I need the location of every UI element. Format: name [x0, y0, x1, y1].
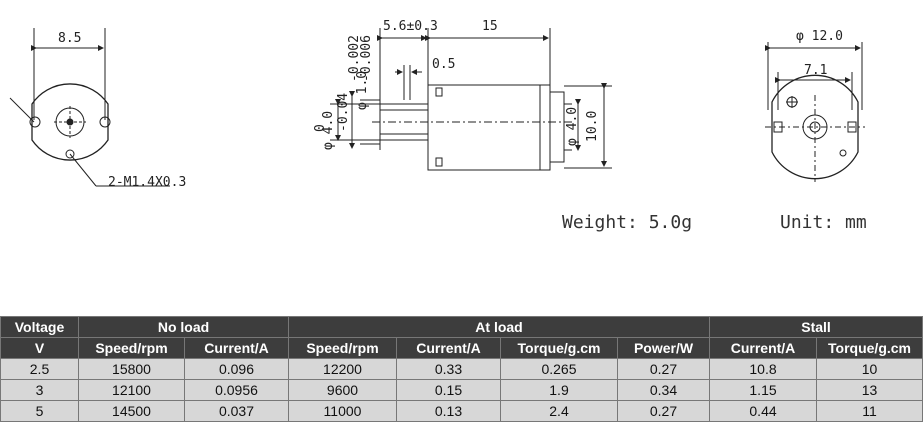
column-header: V: [0, 337, 79, 359]
table-cell: 11000: [288, 400, 397, 422]
weight-label: Weight: 5.0g: [562, 212, 692, 233]
stall-header: Stall: [709, 316, 924, 338]
shaft-tol-upper: -0.002: [347, 35, 362, 82]
bearing-tol-upper: 0: [313, 124, 328, 132]
body-length-dim: 15: [482, 19, 498, 34]
rear-diameter-dim: φ 12.0: [796, 29, 843, 44]
table-cell: 0.44: [709, 400, 818, 422]
table-cell: 15800: [78, 358, 185, 380]
table-cell: 10: [816, 358, 924, 380]
table-cell: 5: [0, 400, 79, 422]
table-cell: 10.8: [709, 358, 818, 380]
voltage-header: Voltage: [0, 316, 79, 338]
shaft-dia-dim: φ 1.0: [355, 71, 370, 110]
shaft-tol-lower: -0.006: [359, 35, 374, 82]
table-cell: 0.15: [396, 379, 501, 401]
table-cell: 0.096: [184, 358, 289, 380]
column-header: Torque/g.cm: [816, 337, 924, 359]
table-cell: 12200: [288, 358, 397, 380]
flat-dim: 0.5: [432, 57, 455, 72]
table-cell: 0.265: [500, 358, 618, 380]
table-cell: 1.15: [709, 379, 818, 401]
table-cell: 0.037: [184, 400, 289, 422]
group-header-row: Voltage No load At load Stall: [0, 316, 924, 338]
table-cell: 1.9: [500, 379, 618, 401]
front-view: [9, 28, 170, 187]
shaft-length-dim: 5.6±0.3: [383, 19, 438, 34]
column-header: Current/A: [396, 337, 501, 359]
table-cell: 0.0956: [184, 379, 289, 401]
bearing-dia-dim: φ 4.0: [321, 111, 336, 150]
front-width-dim: 8.5: [58, 31, 81, 46]
column-header: Speed/rpm: [288, 337, 397, 359]
table-cell: 9600: [288, 379, 397, 401]
body-height-dim: 10.0: [585, 111, 600, 142]
no-load-header: No load: [78, 316, 289, 338]
bearing-tol-lower: -0.04: [336, 93, 351, 132]
table-cell: 2.4: [500, 400, 618, 422]
brush-dia-dim: φ 4.0: [565, 107, 580, 146]
table-cell: 0.33: [396, 358, 501, 380]
table-cell: 13: [816, 379, 924, 401]
column-header: Power/W: [616, 337, 711, 359]
at-load-header: At load: [287, 316, 711, 338]
table-cell: 11: [816, 400, 924, 422]
table-cell: 0.27: [616, 400, 711, 422]
column-header: Speed/rpm: [78, 337, 185, 359]
table-cell: 3: [0, 379, 79, 401]
table-cell: 0.13: [396, 400, 501, 422]
table-cell: 12100: [78, 379, 185, 401]
motor-technical-drawing: 8.5 2-M1.4X0.3 5.6±0.3 15 0.5: [9, 19, 867, 233]
table-cell: 0.27: [616, 358, 711, 380]
column-header: Current/A: [709, 337, 818, 359]
table-cell: 2.5: [0, 358, 79, 380]
table-cell: 14500: [78, 400, 185, 422]
terminal-spacing-dim: 7.1: [804, 63, 827, 78]
unit-label: Unit: mm: [780, 212, 867, 233]
side-view: [330, 28, 612, 171]
mounting-hole-note: 2-M1.4X0.3: [108, 175, 186, 190]
rear-view: [765, 42, 865, 182]
column-header: Torque/g.cm: [500, 337, 618, 359]
column-header: Current/A: [184, 337, 289, 359]
table-cell: 0.34: [616, 379, 711, 401]
